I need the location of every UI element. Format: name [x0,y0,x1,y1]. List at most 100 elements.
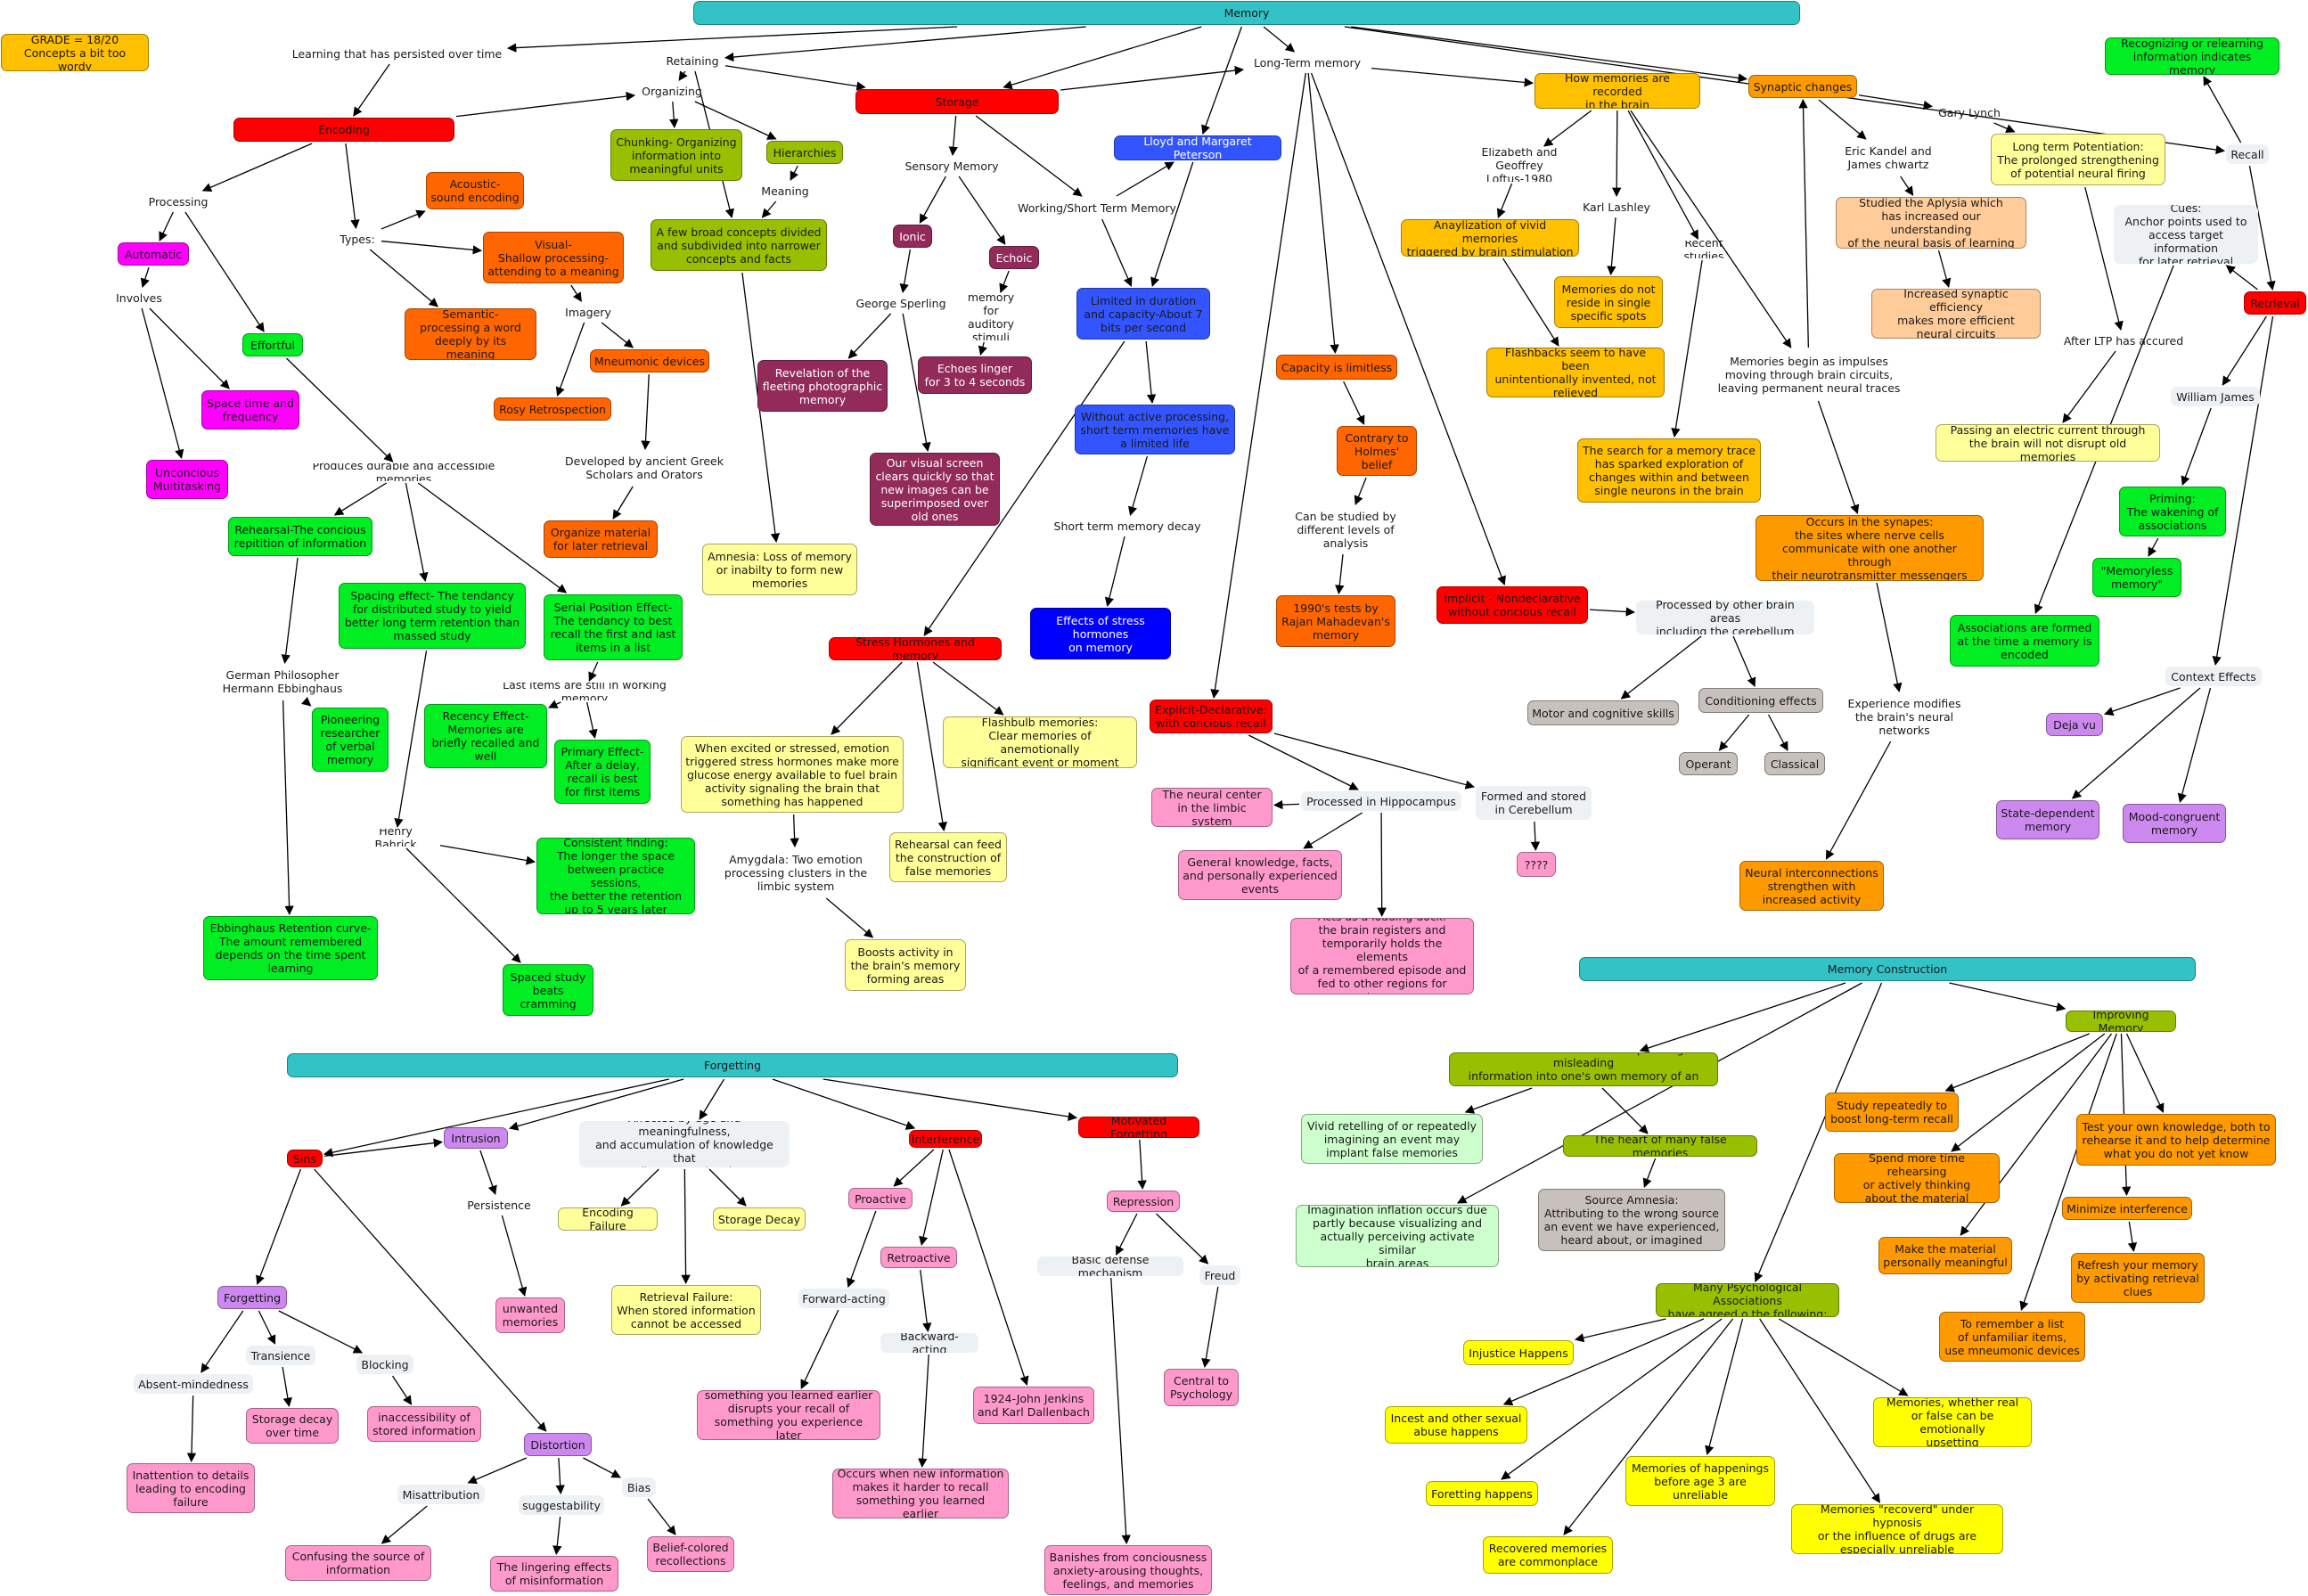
concept-node-karl[interactable]: Karl Lashley [1583,200,1650,214]
concept-node-freud[interactable]: Freud [1199,1265,1240,1285]
concept-node-elizabeth[interactable]: Elizabeth and Geoffrey Loftus-1980 [1481,148,1558,182]
concept-node-persisted[interactable]: Learning that has persisted over time [291,46,503,61]
concept-node-stmdecay[interactable]: Short term memory decay [1053,519,1201,533]
concept-node-blocking[interactable]: Blocking [356,1355,413,1374]
concept-node-conditioning[interactable]: Conditioning effects [1698,688,1823,713]
concept-node-flashbacks[interactable]: Flashbacks seem to have been unintention… [1486,348,1665,397]
concept-node-motivated[interactable]: Motivated Forgetting [1078,1117,1199,1138]
concept-node-aplysia[interactable]: Studied the Aplysia which has increased … [1836,197,2026,249]
concept-node-spendmore[interactable]: Spend more time rehearsing or actively t… [1834,1153,2000,1203]
concept-node-refresh[interactable]: Refresh your memory by activating retrie… [2071,1253,2205,1303]
concept-node-encoding[interactable]: Encoding [233,118,454,142]
concept-node-boosts[interactable]: Boosts activity in the brain's memory fo… [845,939,966,991]
concept-node-synaptic[interactable]: Synaptic changes [1748,75,1857,98]
concept-node-realorfalse[interactable]: Memories, whether real or false can be e… [1873,1397,2032,1447]
concept-node-inattention[interactable]: Inattention to details leading to encodi… [127,1463,255,1513]
concept-node-misattribution[interactable]: Misattribution [397,1485,485,1504]
concept-node-incest[interactable]: Incest and other sexual abuse happens [1385,1406,1527,1444]
concept-node-makemeaning[interactable]: Make the material personally meaningful [1878,1237,2012,1274]
concept-node-longterm[interactable]: Long-Term memory [1253,55,1362,70]
concept-node-absent[interactable]: Absent-mindedness [134,1374,253,1394]
concept-node-hippocampus[interactable]: Processed in Hippocampus [1301,791,1461,811]
concept-node-hypnosis[interactable]: Memories "recoverd" under hypnosis or th… [1791,1504,2003,1554]
concept-node-sperling[interactable]: George Sperling [855,296,946,310]
concept-node-involves[interactable]: Involves [116,291,162,305]
concept-node-affected[interactable]: Affected by age and meaningfulness, and … [579,1121,790,1167]
concept-node-unconscious[interactable]: Unconcious Multitasking [146,460,228,499]
concept-node-increased[interactable]: Increased synaptic efficiency makes more… [1871,289,2041,339]
concept-node-foretting[interactable]: Foretting happens [1426,1481,1538,1506]
concept-node-kandel[interactable]: Eric Kandel and James chwartz [1845,144,1932,171]
concept-node-heartfalse[interactable]: The heart of many false memories [1563,1135,1757,1157]
concept-node-german[interactable]: German Philosopher Hermann Ebbinghaus [222,668,343,695]
concept-node-generalk[interactable]: General knowledge, facts, and personally… [1178,850,1342,900]
concept-node-ionic[interactable]: Ionic [893,225,932,248]
concept-node-persistence[interactable]: Persistence [467,1198,531,1212]
concept-node-auditory[interactable]: memory for auditory stimuli [967,294,1015,340]
concept-node-limited[interactable]: Limited in duration and capacity-About 7… [1076,288,1210,340]
concept-node-implicit[interactable]: Implicit - Nondeclarative without concio… [1436,586,1588,624]
concept-node-spacing[interactable]: Spacing effect- The tendancy for distrib… [339,583,526,649]
concept-node-recovered[interactable]: Recovered memories are commonplace [1483,1536,1613,1574]
concept-node-visual[interactable]: Visual- Shallow processing- attending to… [483,232,624,283]
concept-node-qqqq[interactable]: ???? [1517,852,1556,877]
concept-node-acoustic[interactable]: Acoustic- sound encoding [426,172,524,209]
concept-node-echoes[interactable]: Echoes linger for 3 to 4 seconds [918,356,1032,394]
concept-node-minimize[interactable]: Minimize interference [2062,1197,2192,1220]
concept-node-organizing[interactable]: Organizing [642,84,702,98]
concept-node-distortion[interactable]: Distortion [524,1433,592,1456]
concept-node-retrieval[interactable]: Retrieval [2244,291,2306,315]
concept-node-transience[interactable]: Transience [246,1346,315,1365]
concept-node-notsingle[interactable]: Memories do not reside in single specifi… [1554,276,1663,328]
concept-node-before3[interactable]: Memories of happenings before age 3 are … [1625,1456,1775,1506]
concept-node-unwanted[interactable]: unwanted memories [495,1297,565,1333]
concept-node-chunking[interactable]: Chunking- Organizing information into me… [610,129,742,181]
concept-node-confusing[interactable]: Confusing the source of information [285,1545,431,1581]
concept-node-somethingearlier[interactable]: something you learned earlier disrupts y… [697,1390,880,1440]
concept-node-retfail[interactable]: Retrieval Failure: When stored informati… [611,1285,761,1335]
concept-node-encfail[interactable]: Encoding Failure [558,1207,658,1231]
concept-node-sensory[interactable]: Sensory Memory [904,159,999,173]
concept-node-synapses[interactable]: Occurs in the synapes: the sites where n… [1756,515,1984,581]
concept-node-associations[interactable]: Associations are formed at the time a me… [1950,615,2099,667]
concept-node-interference[interactable]: Interference [909,1130,982,1148]
concept-node-memoryless[interactable]: "Memoryless memory" [2092,558,2181,597]
concept-node-types[interactable]: Types: [340,232,375,246]
concept-node-recall[interactable]: Recall [2226,144,2269,164]
concept-node-rosy[interactable]: Rosy Retrospection [494,397,611,421]
concept-node-mnemonic[interactable]: Mneumonic devices [590,349,709,372]
concept-node-loadingdock[interactable]: Acts as a loading dock: the brain regist… [1290,918,1474,994]
concept-node-rehearsalfeed[interactable]: Rehearsal can feed the construction of f… [889,832,1007,882]
concept-node-effortful[interactable]: Effortful [242,333,303,356]
concept-node-spacetime[interactable]: Space time and frequency [201,390,299,430]
concept-node-ourvisual[interactable]: Our visual screen clears quickly so that… [870,453,1000,526]
concept-node-primary[interactable]: Primary Effect- After a delay, recall is… [554,740,651,804]
concept-node-rehearsal[interactable]: Rehearsal-The concious repitition of inf… [228,517,372,556]
concept-node-construction[interactable]: Memory Construction [1579,957,2196,981]
concept-node-grade[interactable]: GRADE = 18/20 Concepts a bit too wordy [1,34,149,71]
concept-node-recency[interactable]: Recency Effect- Memories are briefly rec… [424,704,547,768]
concept-node-meaning[interactable]: Meaning [761,184,809,198]
concept-node-organize[interactable]: Organize material for later retrieval [544,520,658,558]
concept-node-effects[interactable]: Effects of stress hormones on memory [1030,608,1171,659]
concept-node-vivid[interactable]: Vivid retelling of or repeatedly imagini… [1301,1114,1483,1164]
concept-node-occurswhen[interactable]: Occurs when new information makes it har… [832,1469,1009,1518]
concept-node-imagery[interactable]: Imagery [565,305,611,319]
concept-node-intrusion[interactable]: Intrusion [444,1127,508,1149]
concept-node-forgetting2[interactable]: Forgetting [217,1286,287,1309]
concept-node-cerebellum[interactable]: Formed and stored in Cerebellum [1476,786,1592,820]
concept-node-suggest[interactable]: suggestability [519,1495,604,1515]
concept-node-echoic[interactable]: Echoic [989,246,1039,269]
concept-node-dejavu[interactable]: Deja vu [2046,713,2103,736]
concept-node-central[interactable]: Central to Psychology [1164,1369,1239,1406]
concept-node-motor[interactable]: Motor and cognitive skills [1527,700,1679,725]
concept-node-sourceamnesia[interactable]: Source Amnesia: Attributing to the wrong… [1538,1189,1725,1251]
concept-node-stordecay2[interactable]: Storage decay over time [246,1408,339,1444]
concept-node-injustice[interactable]: Injustice Happens [1463,1340,1574,1365]
concept-node-explicit[interactable]: Explicit-Declarative: with concious reca… [1150,700,1273,733]
concept-node-withoutactive[interactable]: Without active processing, short term me… [1075,405,1235,454]
concept-node-ebbcurve[interactable]: Ebbinghaus Retention curve- The amount r… [203,916,378,980]
concept-node-recognizing[interactable]: Recognizing or relearning information in… [2105,37,2279,75]
concept-node-processing[interactable]: Processing [148,194,209,209]
concept-node-forgetting[interactable]: Forgetting [287,1053,1178,1077]
